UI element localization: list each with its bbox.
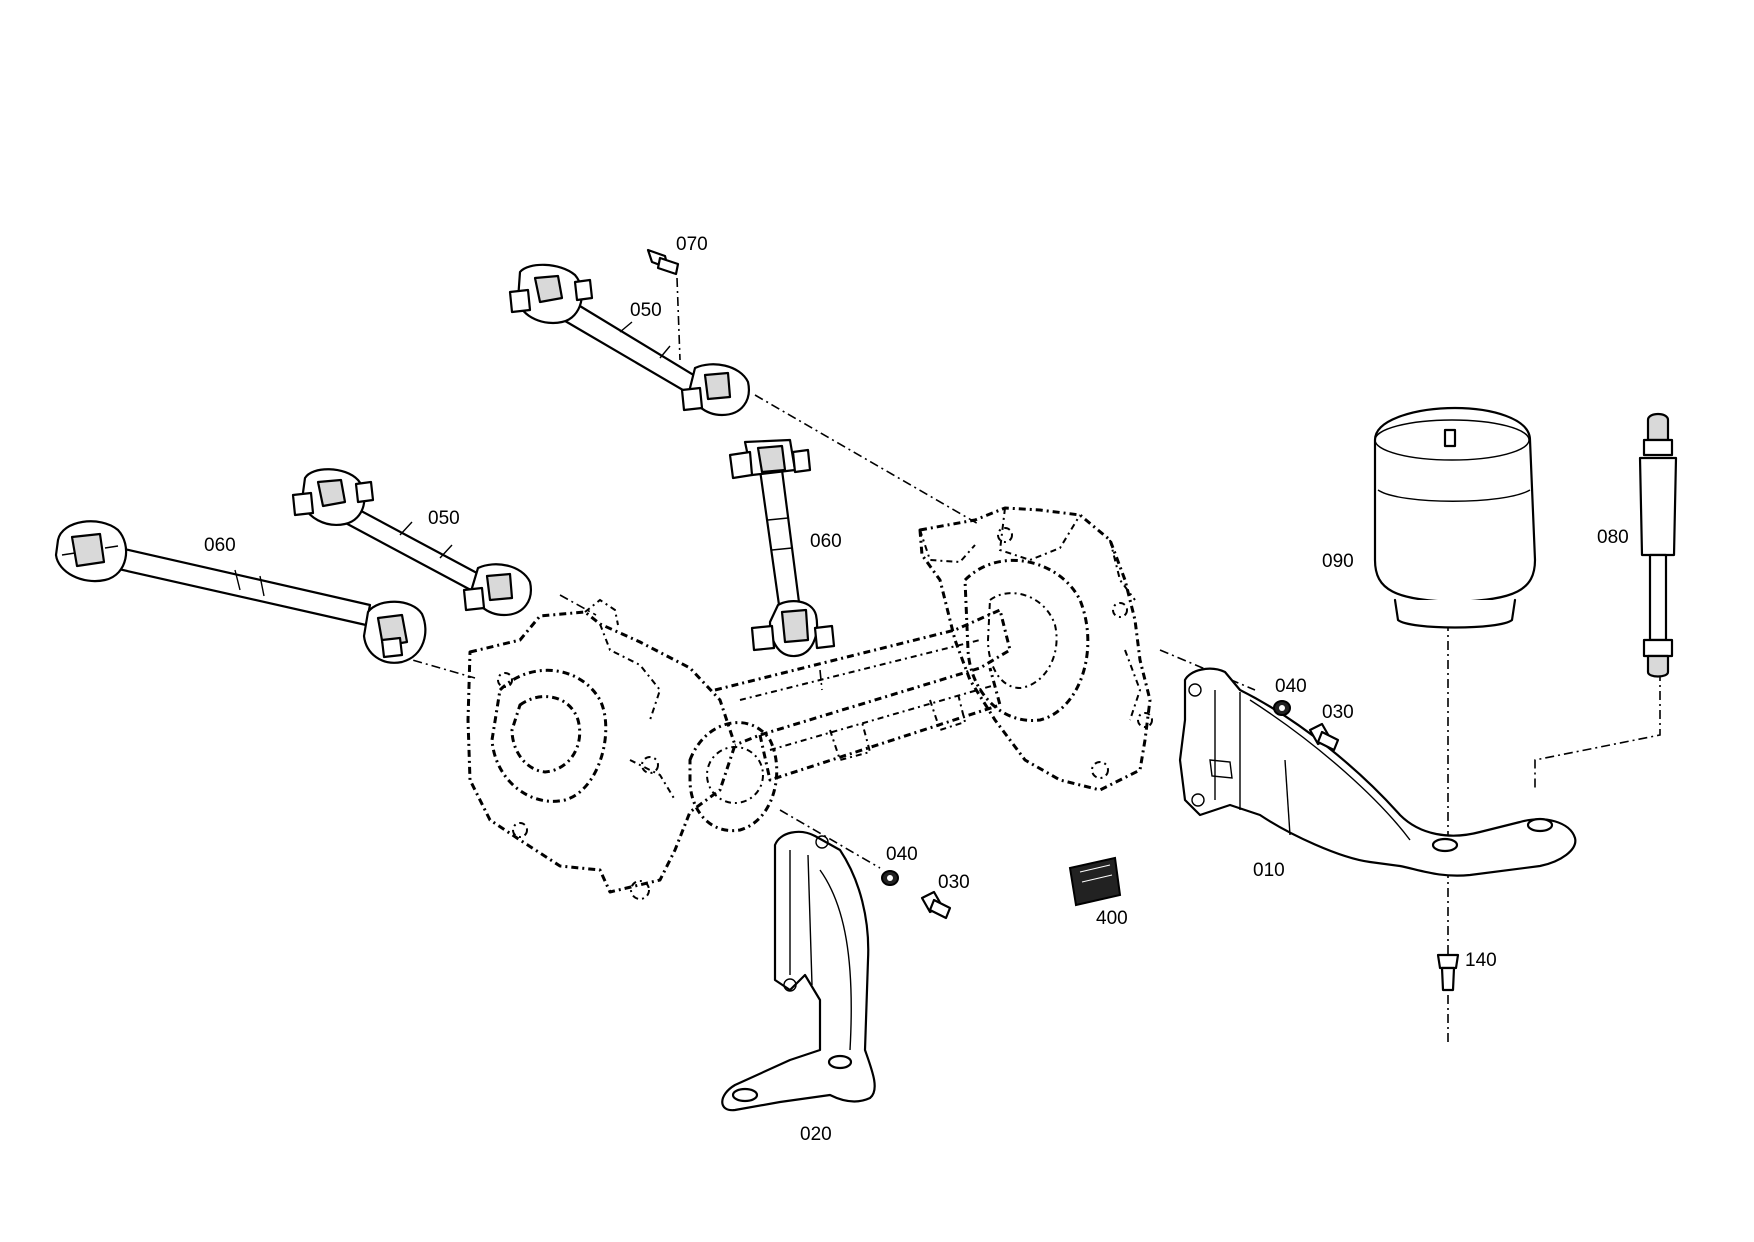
label-030-left: 030 <box>938 872 970 893</box>
leader-lines <box>394 277 1661 1045</box>
label-020: 020 <box>800 1124 832 1145</box>
reaction-rod-050-mid <box>291 468 532 617</box>
label-400: 400 <box>1096 908 1128 929</box>
support-bracket-020 <box>721 830 876 1112</box>
label-030-right: 030 <box>1322 702 1354 723</box>
bolt-070 <box>646 248 680 276</box>
label-010: 010 <box>1253 860 1285 881</box>
bolt-140 <box>1436 953 1460 992</box>
v-rod-060-center <box>728 438 836 658</box>
v-rod-060-left <box>54 520 427 664</box>
label-090: 090 <box>1322 551 1354 572</box>
label-140: 140 <box>1465 950 1497 971</box>
label-050-top: 050 <box>630 300 662 321</box>
label-070: 070 <box>676 234 708 255</box>
label-060-center: 060 <box>810 531 842 552</box>
type-plate-400 <box>1068 856 1122 907</box>
label-060-left: 060 <box>204 535 236 556</box>
part-number-labels: 070 050 050 060 060 090 080 040 030 010 … <box>204 234 1629 1145</box>
label-040-left: 040 <box>886 844 918 865</box>
reaction-rod-050-top <box>508 263 750 417</box>
support-bracket-010 <box>1178 667 1577 877</box>
label-040-right: 040 <box>1275 676 1307 697</box>
label-080: 080 <box>1597 527 1629 548</box>
label-050-mid: 050 <box>428 508 460 529</box>
air-spring-bellows-090 <box>1373 406 1537 629</box>
axle-housing-phantom <box>466 506 1153 900</box>
bolts-030 <box>920 722 1340 920</box>
washers-040 <box>881 700 1291 886</box>
shock-absorber-080 <box>1638 412 1678 678</box>
